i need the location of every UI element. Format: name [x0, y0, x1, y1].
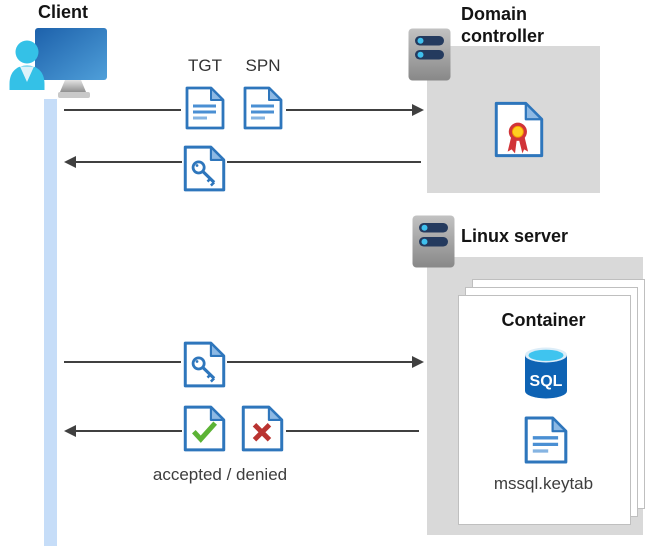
- keytab-document-icon: [524, 415, 568, 465]
- container-label: Container: [501, 310, 586, 330]
- client-lifeline: [44, 99, 57, 546]
- spn-document-icon: [242, 86, 284, 130]
- client-label: Client: [37, 2, 88, 22]
- spn-label: SPN: [245, 56, 281, 75]
- accepted-denied-caption: accepted / denied: [152, 465, 288, 484]
- key-document-icon-request: [183, 341, 226, 388]
- arrow-service-request-line-right: [227, 361, 412, 363]
- domain-controller-server-icon: [407, 27, 452, 82]
- key-document-icon-response: [183, 145, 226, 192]
- tgt-label: TGT: [188, 56, 222, 75]
- domain-controller-label: Domain controller: [461, 4, 545, 46]
- arrow-ticket-response-line-right: [227, 161, 421, 163]
- sql-database-icon: SQL: [518, 344, 574, 402]
- arrow-auth-result-line-left: [76, 430, 182, 432]
- arrow-ticket-request-head-icon: [412, 104, 424, 116]
- arrow-ticket-response-head-icon: [64, 156, 76, 168]
- container-page-front: [458, 295, 631, 525]
- certificate-document-icon: [494, 101, 544, 158]
- accepted-document-icon: [183, 405, 226, 452]
- sql-database-label: SQL: [530, 373, 563, 390]
- arrow-service-request-line-left: [64, 361, 181, 363]
- keytab-file-label: mssql.keytab: [493, 474, 594, 493]
- linux-server-icon: [411, 214, 456, 269]
- arrow-service-request-head-icon: [412, 356, 424, 368]
- client-computer-user-icon: [8, 24, 113, 106]
- arrow-ticket-request-line-right: [286, 109, 412, 111]
- tgt-document-icon: [184, 86, 226, 130]
- denied-document-icon: [241, 405, 284, 452]
- arrow-ticket-request-line-left: [64, 109, 181, 111]
- arrow-auth-result-head-icon: [64, 425, 76, 437]
- arrow-auth-result-line-right: [286, 430, 419, 432]
- linux-server-label: Linux server: [461, 226, 569, 246]
- arrow-ticket-response-line-left: [76, 161, 182, 163]
